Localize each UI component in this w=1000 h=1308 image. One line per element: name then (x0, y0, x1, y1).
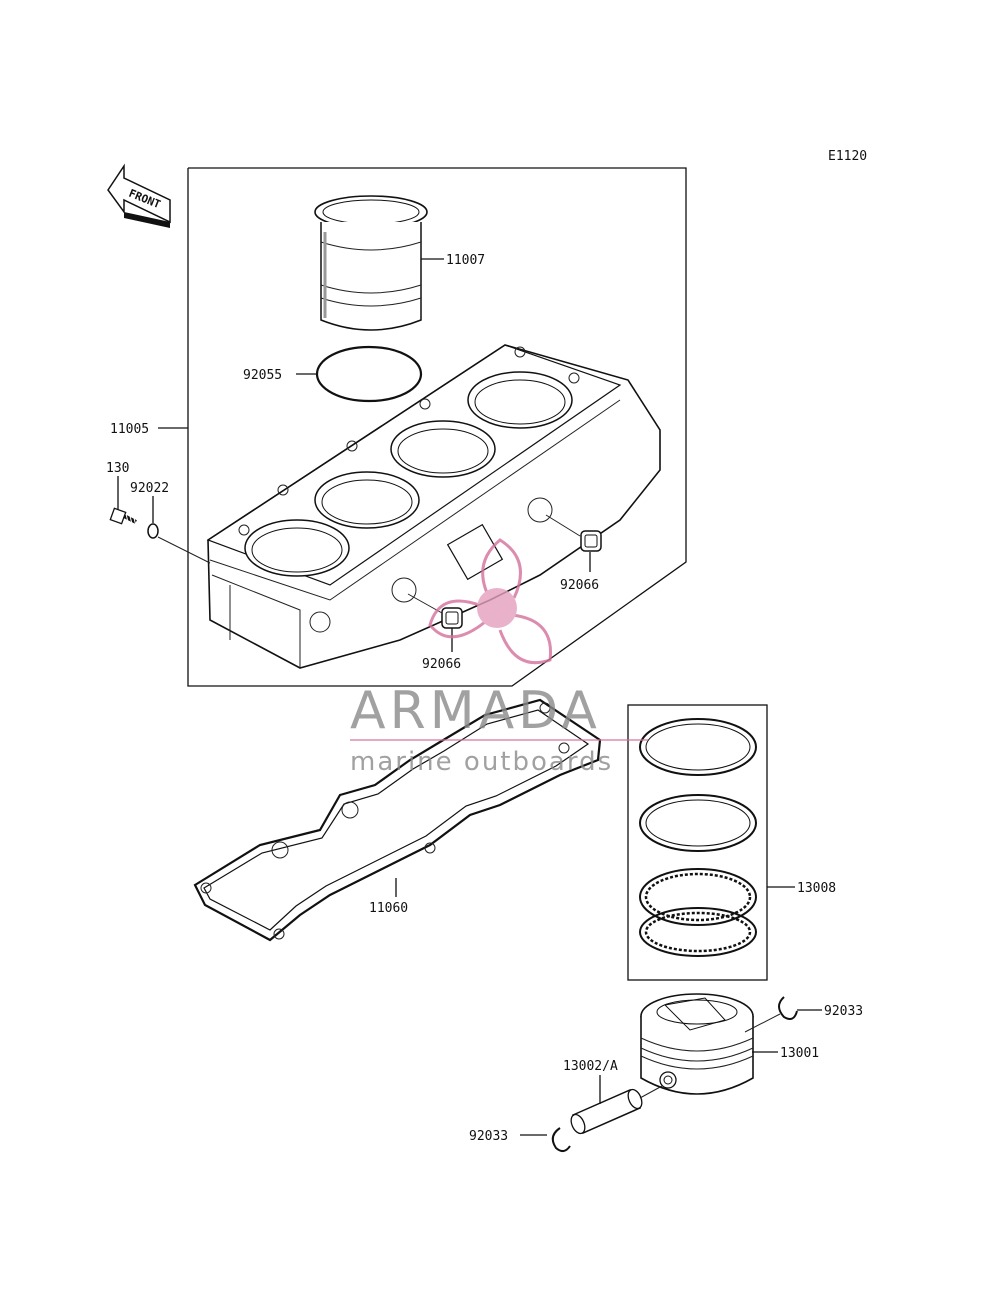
cylinder-group-frame (187, 167, 687, 687)
callout-11060: 11060 (369, 901, 408, 916)
callout-92033-left: 92033 (469, 1129, 508, 1144)
washer (147, 523, 159, 539)
piston-pin (570, 1088, 643, 1135)
circlip-left (551, 1127, 571, 1152)
o-ring (315, 345, 423, 403)
callout-13008: 13008 (797, 881, 836, 896)
callout-92055: 92055 (243, 368, 282, 383)
callout-130: 130 (106, 461, 129, 476)
piston-ring-second (639, 794, 757, 852)
plug-left (441, 607, 463, 629)
plug-right (580, 530, 602, 552)
bolt (109, 507, 137, 527)
watermark: ARMADA marine outboards (350, 538, 648, 777)
piston-ring-frame (627, 704, 768, 981)
callout-11007: 11007 (446, 253, 485, 268)
base-gasket (193, 698, 602, 942)
callout-11005: 11005 (110, 422, 149, 437)
diagram-code: E1120 (828, 149, 867, 164)
callout-13002-a: 13002/A (563, 1059, 618, 1074)
piston-ring-top (639, 718, 757, 776)
callout-92033-right: 92033 (824, 1004, 863, 1019)
cylinder-liner (314, 195, 428, 331)
piston (640, 993, 754, 1095)
callout-13001: 13001 (780, 1046, 819, 1061)
callout-92066-right: 92066 (560, 578, 599, 593)
watermark-subtitle: marine outboards (350, 747, 613, 777)
cylinder-block (206, 344, 661, 669)
propeller-hub (477, 588, 517, 628)
propeller-logo-icon (428, 538, 553, 665)
callout-92066-left: 92066 (422, 657, 461, 672)
oil-ring (639, 868, 757, 957)
front-arrow-icon: FRONT (107, 163, 171, 228)
watermark-title: ARMADA (350, 681, 601, 741)
circlip-right (778, 996, 798, 1020)
callout-92022: 92022 (130, 481, 169, 496)
